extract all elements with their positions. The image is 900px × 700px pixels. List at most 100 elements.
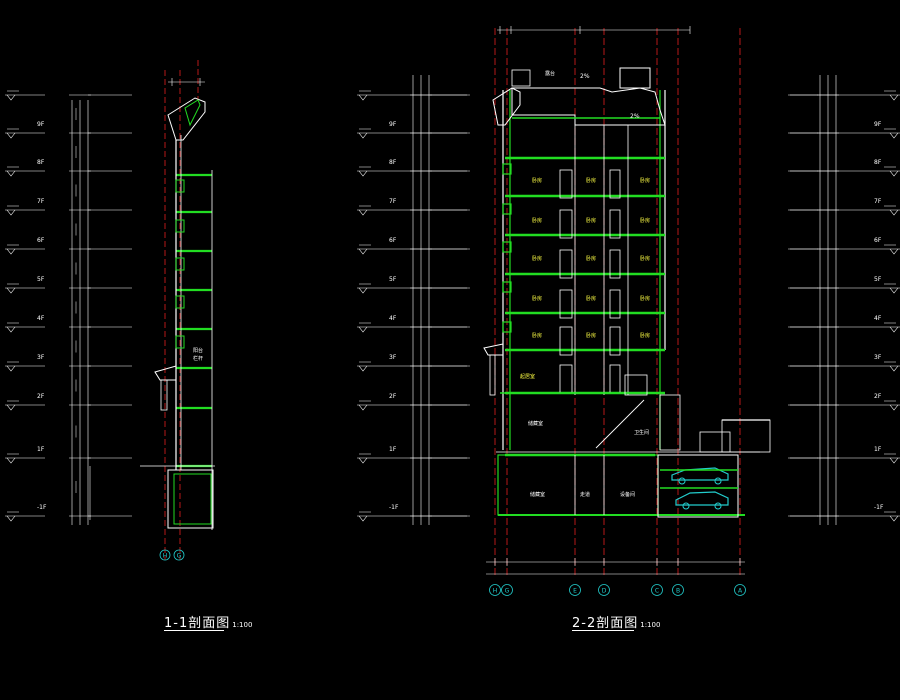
sec2-axis-label-H: H [493,588,498,595]
sec2-entry-frame [659,394,681,451]
sec2-right-floor-label-3F: 3F [874,354,882,361]
sec1-axis-label-H: H [163,553,168,560]
sec2-roof-slope-2: 2% [630,113,640,120]
sec2-room-label-bedroom-3: 卧房 [640,217,650,224]
sec2-room-label-bedroom: 卧房 [532,255,542,262]
sec1-left-floor-label-8F: 8F [37,159,45,166]
sec2-axis-label-G: G [505,588,510,595]
sec2-window [502,241,512,253]
sec2-right-level-mark [889,209,899,216]
sec2-room-label-living: 起居室 [520,373,535,380]
sec2-parapet-left [492,87,521,126]
sec1-window [175,219,185,233]
sec2-left-floor-label-3F: 3F [389,354,397,361]
car-wheel [714,502,722,510]
sec1-left-floor-label-6F: 6F [37,237,45,244]
section-1-title-text: 1-1剖面图 [164,616,231,631]
sec2-right-level-mark [889,94,899,101]
sec1-left-level-mark [6,94,16,101]
sec2-axis-label-D: D [602,588,607,595]
sec2-room-label-bedroom: 卧房 [532,217,542,224]
sec2-room-label-bedroom-2: 卧房 [586,255,596,262]
sec2-right-level-mark [889,170,899,177]
sec2-room-label-bedroom-3: 卧房 [640,332,650,339]
sec2-axis-label-C: C [655,588,659,595]
sec2-left-floor-label-5F: 5F [389,276,397,283]
sec2-left-level-mark [358,209,368,216]
sec2-right-floor-label-9F: 9F [874,121,882,128]
sec1-left-level-mark [6,209,16,216]
sec2-canopy-post [489,354,496,396]
sec1-left-floor-label--1F: -1F [37,504,47,511]
car-wheel [678,477,686,485]
section-1-title-underline [164,630,224,631]
sec1-left-floor-label-5F: 5F [37,276,45,283]
sec2-left-level-mark [358,457,368,464]
sec2-right-level-mark [889,132,899,139]
sec2-label-b1-1: 储藏室 [530,491,545,498]
sec2-room-label-bedroom: 卧房 [532,177,542,184]
sec2-door [609,169,621,199]
sec1-note-2: 栏杆 [193,355,203,362]
sec2-left-level-mark [358,94,368,101]
sec1-window [175,335,185,349]
sec2-room-label-bedroom-3: 卧房 [640,255,650,262]
sec2-left-level-mark [358,404,368,411]
sec2-axis-bubble-B [672,584,684,596]
sec2-axis-label-B: B [676,588,680,595]
sec2-roof-chimney [511,69,531,87]
sec2-left-level-mark [358,170,368,177]
sec2-axis-bubble-A [734,584,746,596]
sec2-gate [699,431,731,453]
sec2-left-floor-label-9F: 9F [389,121,397,128]
sec2-label-b1-3: 设备间 [620,491,635,498]
sec2-label-1f-2: 卫生间 [634,429,649,436]
sec2-right-floor-label-6F: 6F [874,237,882,244]
sec1-left-level-mark [6,132,16,139]
sec2-window [502,321,512,333]
sec2-right-floor-label-4F: 4F [874,315,882,322]
sec2-left-level-mark [358,248,368,255]
sec2-right-floor-label-7F: 7F [874,198,882,205]
sec2-room-label-bedroom: 卧房 [532,295,542,302]
sec2-left-floor-label-6F: 6F [389,237,397,244]
sec1-left-floor-label-9F: 9F [37,121,45,128]
section-2-title-underline [572,630,634,631]
car-wheel [714,477,722,485]
sec2-label-b1-2: 走道 [580,491,590,498]
sec2-left-floor-label-8F: 8F [389,159,397,166]
linework-layer [5,26,900,596]
sec2-roof-slope-1: 2% [580,73,590,80]
sec2-room-label-bedroom-2: 卧房 [586,295,596,302]
sec2-stair-block [624,374,648,396]
sec2-window [502,203,512,215]
sec1-roof-slab [184,99,201,127]
sec1-axis-label-G: G [177,553,182,560]
sec2-door [609,249,621,279]
sec2-door [609,326,621,356]
sec2-left-level-mark [358,365,368,372]
sec2-axis-label-A: A [738,588,743,595]
sec1-left-level-mark [6,170,16,177]
sec2-left-level-mark [358,326,368,333]
sec1-left-level-mark [6,287,16,294]
sec2-door [609,209,621,239]
sec2-left-floor-label-1F: 1F [389,446,397,453]
sec2-room-label-bedroom-3: 卧房 [640,295,650,302]
sec1-canopy-post [160,379,168,411]
sec2-axis-bubble-H [489,584,501,596]
sec2-door [559,209,573,239]
sec2-left-floor-label--1F: -1F [389,504,399,511]
sec1-left-level-mark [6,404,16,411]
sec1-left-level-mark [6,365,16,372]
sec1-left-level-mark [6,457,16,464]
sec1-window [175,295,185,309]
sec1-canopy [154,365,177,381]
sec2-room-label-bedroom-2: 卧房 [586,217,596,224]
sec1-axis-bubble-G [173,549,185,561]
sec2-stair [595,399,645,449]
sec1-basement-inner [173,473,212,525]
